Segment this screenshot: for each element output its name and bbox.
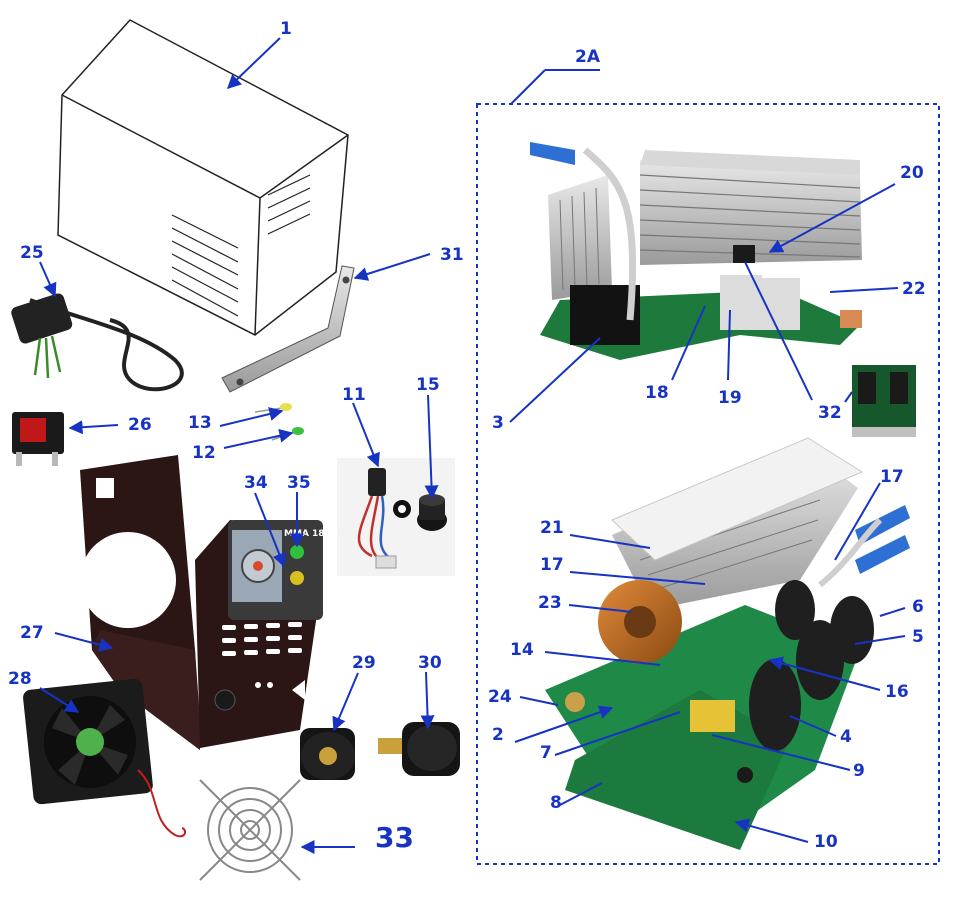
callout-16: 16	[885, 682, 909, 702]
callout-23: 23	[538, 593, 562, 613]
part-cover	[57, 19, 349, 336]
callout-30: 30	[418, 653, 442, 673]
part-fan	[23, 678, 187, 838]
part-wire-harness	[337, 458, 455, 576]
callout-34: 34	[244, 473, 268, 493]
callout-4: 4	[840, 727, 852, 747]
callout-17-top: 17	[880, 467, 904, 487]
callout-10: 10	[814, 832, 838, 852]
part-power-board-top	[530, 142, 862, 360]
callout-14: 14	[510, 640, 534, 660]
callout-labels: 1 2A 25 31 20 22 3 18 19 32 26 13 12 11 …	[8, 19, 926, 854]
callout-29: 29	[352, 653, 376, 673]
callout-9: 9	[853, 761, 865, 781]
callout-21: 21	[540, 518, 564, 538]
callout-26: 26	[128, 415, 152, 435]
callout-11: 11	[342, 385, 366, 405]
callout-25: 25	[20, 243, 44, 263]
callout-22: 22	[902, 279, 926, 299]
assembly-2a-frame	[476, 69, 940, 865]
callout-13: 13	[188, 413, 212, 433]
callout-35: 35	[287, 473, 311, 493]
part-socket-29	[300, 728, 355, 780]
callout-27: 27	[20, 623, 44, 643]
callout-17-bottom: 17	[540, 555, 564, 575]
part-power-cable	[11, 293, 184, 392]
part-knob	[417, 494, 447, 531]
part-power-board-bottom	[545, 437, 910, 850]
callout-19: 19	[718, 388, 742, 408]
callout-15: 15	[416, 375, 440, 395]
callout-28: 28	[8, 669, 32, 689]
callout-18: 18	[645, 383, 669, 403]
part-socket-30	[378, 722, 460, 776]
callout-32: 32	[818, 403, 842, 423]
callout-33: 33	[375, 821, 414, 854]
panel-model-label: MMA 180N	[284, 529, 338, 539]
part-leds	[254, 403, 304, 441]
callout-6: 6	[912, 597, 924, 617]
callout-7: 7	[540, 743, 552, 763]
callout-2: 2	[492, 725, 504, 745]
part-fan-guard	[199, 779, 301, 881]
callout-31: 31	[440, 245, 464, 265]
part-control-module	[852, 365, 916, 437]
callout-1: 1	[280, 19, 292, 39]
callout-24: 24	[488, 687, 512, 707]
callout-5: 5	[912, 627, 924, 647]
callout-2a: 2A	[575, 47, 601, 67]
callout-8: 8	[550, 793, 562, 813]
callout-20: 20	[900, 163, 924, 183]
leader-lines	[39, 37, 906, 854]
callout-12: 12	[192, 443, 216, 463]
callout-3: 3	[492, 413, 504, 433]
part-rocker-switch	[12, 412, 64, 466]
